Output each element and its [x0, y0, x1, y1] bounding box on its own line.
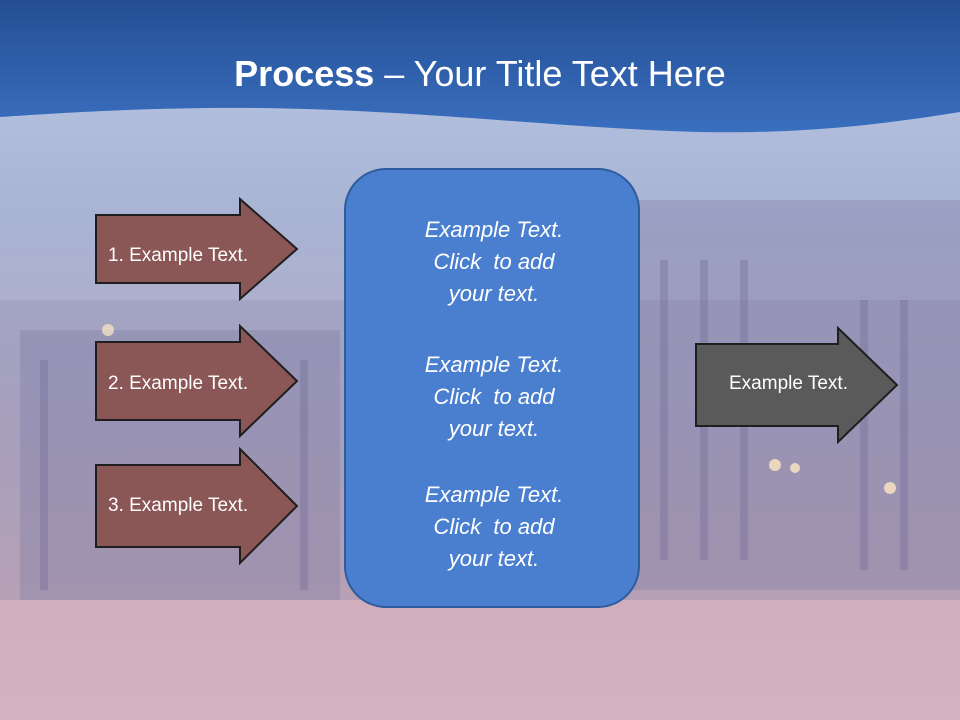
center-process-box: Example Text. Click to add your text. Ex… [344, 168, 640, 608]
title-bold: Process [234, 53, 375, 94]
center-text-line: your text. [448, 416, 540, 441]
center-text-line: Example Text. [424, 352, 564, 377]
center-text-line: Example Text. [424, 217, 564, 242]
input-arrow-2-label: 2. Example Text. [108, 373, 249, 394]
slide-title: Process – Your Title Text Here [0, 52, 960, 96]
center-text-block-3: Example Text. Click to add your text. [346, 479, 642, 575]
center-text-block-1: Example Text. Click to add your text. [346, 214, 642, 310]
header-band [0, 0, 960, 133]
input-arrow-3 [95, 447, 299, 565]
output-arrow-label: Example Text. [729, 373, 848, 394]
center-text-line: your text. [448, 546, 540, 571]
center-text-line: Click to add [433, 514, 555, 539]
center-text-line: Example Text. [424, 482, 564, 507]
title-rest: – Your Title Text Here [374, 53, 726, 94]
center-text-block-2: Example Text. Click to add your text. [346, 349, 642, 445]
output-arrow [695, 326, 899, 444]
input-arrow-2 [95, 324, 299, 438]
input-arrow-1-label: 1. Example Text. [108, 245, 249, 266]
center-text-line: Click to add [433, 249, 555, 274]
center-text-line: your text. [448, 281, 540, 306]
input-arrow-1 [95, 197, 299, 301]
center-text-line: Click to add [433, 384, 555, 409]
input-arrow-3-label: 3. Example Text. [108, 495, 249, 516]
